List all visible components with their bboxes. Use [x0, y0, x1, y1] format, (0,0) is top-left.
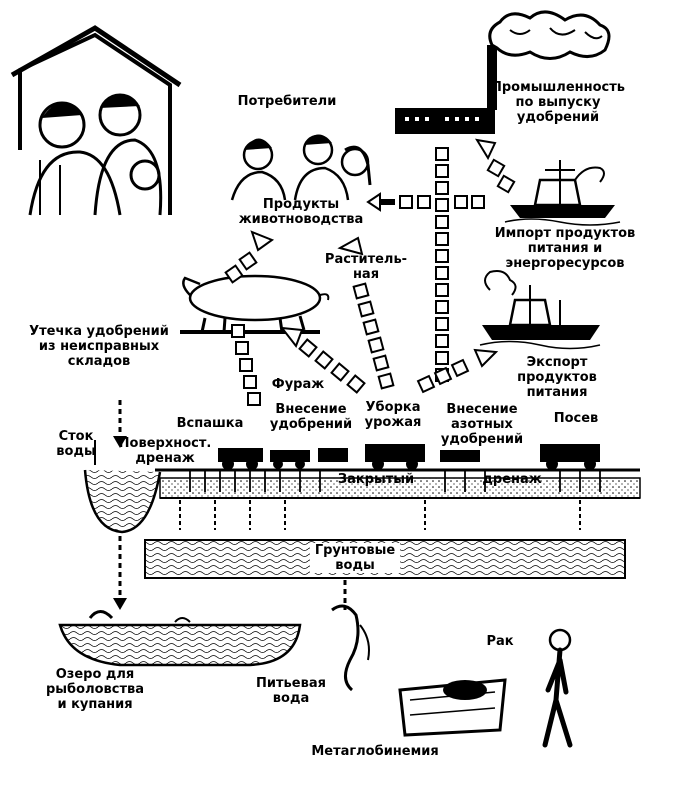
label-cancer: Рак: [486, 634, 514, 649]
drinking-water: [331, 580, 370, 692]
label-lake: Озеро для рыболовства и купания: [46, 667, 144, 712]
export-ship-illustration: [479, 270, 601, 350]
export-chain: [416, 358, 470, 394]
label-export: Экспорт продуктов питания: [517, 355, 597, 400]
label-plant: Раститель- ная: [324, 252, 408, 282]
label-industry: Промышленность по выпуску удобрений: [491, 80, 625, 125]
label-livestock-products: Продукты животноводства: [238, 197, 364, 227]
label-groundwater: Грунтовые воды: [310, 543, 400, 573]
label-surface-drain: Поверхност. дренаж: [118, 436, 212, 466]
label-drainage: дренаж: [482, 472, 542, 487]
import-chain: [486, 158, 516, 194]
label-harvest: Уборка урожая: [364, 400, 422, 430]
walking-man: [542, 628, 573, 748]
label-nitrogen: Внесение азотных удобрений: [440, 402, 524, 447]
runoff-pond: [83, 400, 162, 610]
label-feed: Фураж: [271, 377, 325, 392]
factory-illustration: [395, 10, 611, 134]
flow-chains: [224, 138, 516, 406]
label-closed: Закрытый: [337, 472, 415, 487]
label-leak: Утечка удобрений из неисправных складов: [29, 324, 169, 369]
factory-chain: [435, 147, 449, 382]
label-consumers: Потребители: [237, 94, 337, 109]
house-people-illustration: [10, 25, 182, 216]
livestock-chain: [224, 251, 258, 284]
label-runoff: Сток воды: [56, 429, 96, 459]
field-drainage: [155, 468, 641, 530]
field-machines: [218, 444, 600, 470]
label-fertilizer: Внесение удобрений: [269, 402, 353, 432]
consumers-illustration: [230, 134, 372, 201]
label-plowing: Вспашка: [176, 416, 244, 431]
label-methemo: Метаглобинемия: [311, 744, 439, 759]
pig-illustration: [180, 274, 330, 334]
label-sowing: Посев: [553, 411, 599, 426]
feed-chain: [298, 338, 366, 394]
import-ship-illustration: [504, 160, 621, 226]
lake: [58, 610, 302, 667]
consumer-chain: [399, 195, 485, 209]
manure-chain: [231, 324, 261, 406]
label-import: Импорт продуктов питания и энергоресурсо…: [494, 226, 636, 271]
plant-chain: [352, 282, 395, 390]
label-drinking: Питьевая вода: [256, 676, 326, 706]
cradle-illustration: [398, 678, 507, 737]
